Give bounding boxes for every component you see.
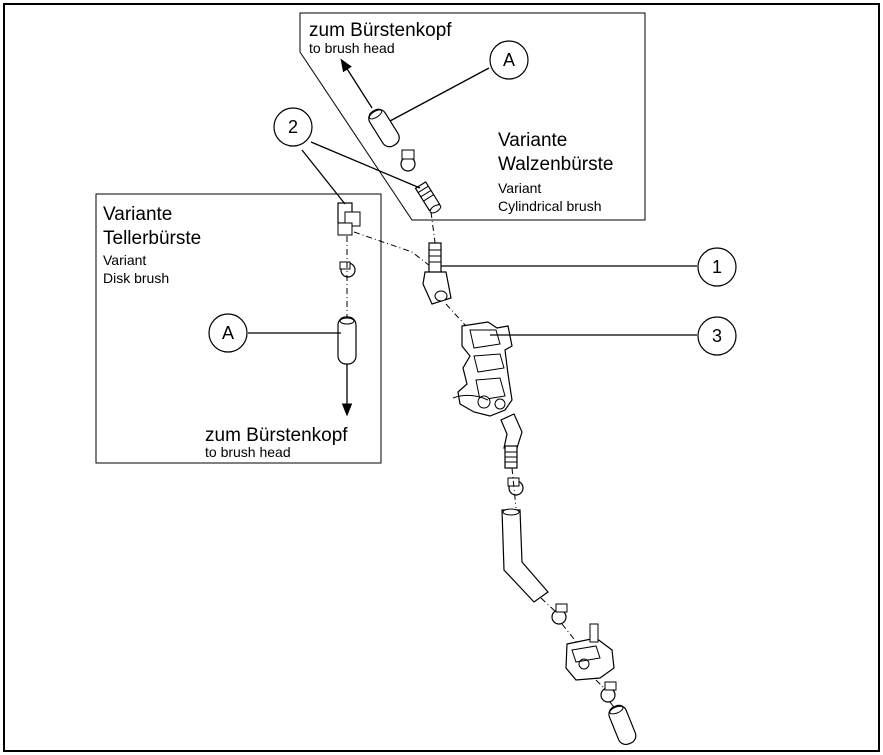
hose-top (368, 108, 400, 148)
top-box-label-de: zum Bürstenkopf (309, 20, 452, 41)
variant-cylindrical-de1: Variante (498, 130, 567, 151)
callout-1: 1 (712, 257, 722, 277)
leader-2-left (301, 149, 346, 205)
axis-lower-5 (609, 701, 617, 711)
callout-1-circle (697, 247, 737, 287)
callout-2: 2 (288, 117, 298, 137)
callout-2-circle (273, 107, 313, 147)
variant-cylindrical-de2: Walzenbürste (498, 154, 613, 175)
hose-clamp-lower-1 (507, 477, 524, 496)
callout-3-circle (697, 316, 737, 356)
hose-clamp-left (339, 261, 356, 278)
hose-clamp-lower-2 (551, 603, 568, 625)
callout-a-left: A (222, 323, 234, 343)
axis-lower-4 (595, 679, 607, 691)
leader-2-top (310, 141, 421, 189)
valve-assembly (452, 321, 513, 417)
tee-fitting (422, 242, 452, 305)
axis-valve-to-elbow (445, 303, 467, 327)
flow-arrow-top (340, 58, 373, 109)
variant-disk-de1: Variante (103, 204, 172, 225)
axis-lower-3 (561, 623, 579, 645)
variant-cylindrical-en1: Variant (498, 180, 541, 196)
left-box-label-en: to brush head (205, 444, 291, 460)
top-box-label-en: to brush head (309, 40, 395, 56)
variant-disk-en1: Variant (103, 252, 146, 268)
fitting-top (414, 181, 442, 214)
hose-left (337, 316, 357, 365)
leader-a-top (389, 67, 490, 122)
elbow-fitting-left (337, 202, 361, 236)
hose-clamp-top (400, 149, 416, 172)
callout-a-left-circle (208, 313, 248, 353)
variant-disk-de2: Tellerbürste (103, 228, 201, 249)
lower-valve-block (565, 623, 615, 681)
hose-bent-end (502, 508, 520, 516)
elbow-fitting-lower (500, 413, 523, 469)
hose-bottom (608, 704, 637, 746)
axis-left-to-tee (353, 231, 431, 267)
variant-disk-en2: Disk brush (103, 270, 169, 286)
variant-box-cylindrical (299, 12, 646, 221)
callout-3: 3 (712, 326, 722, 346)
callout-a-top-circle (489, 40, 529, 80)
hose-bent (501, 509, 549, 603)
page-border (3, 3, 880, 752)
variant-cylindrical-en2: Cylindrical brush (498, 198, 601, 214)
callout-a-top: A (503, 50, 515, 70)
axis-lower-2 (540, 597, 557, 613)
hose-clamp-lower-3 (600, 681, 617, 703)
left-box-label-de: zum Bürstenkopf (205, 425, 348, 446)
